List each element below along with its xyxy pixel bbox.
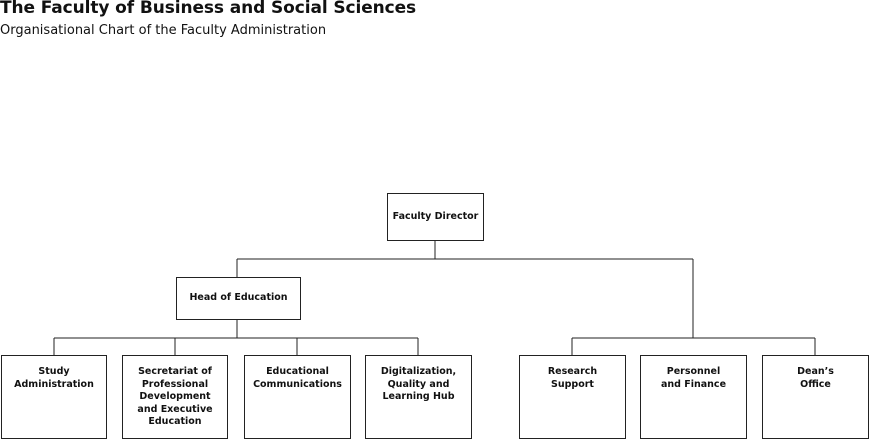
research-support-label: Research Support xyxy=(547,366,598,390)
personnel-finance-box: Personnel and Finance xyxy=(640,355,747,439)
secretariat-label: Secretariat of Professional Development … xyxy=(137,366,213,427)
study-administration-box: Study Administration xyxy=(1,355,107,439)
educational-communications-label: Educational Communications xyxy=(253,366,342,390)
deans-office-label: Dean’s Office xyxy=(797,366,834,390)
faculty-director-label: Faculty Director xyxy=(392,210,479,222)
personnel-finance-label: Personnel and Finance xyxy=(660,366,727,390)
faculty-director-box: Faculty Director xyxy=(387,193,484,241)
digitalization-hub-label: Digitalization, Quality and Learning Hub xyxy=(380,366,457,402)
digitalization-hub-box: Digitalization, Quality and Learning Hub xyxy=(365,355,472,439)
deans-office-box: Dean’s Office xyxy=(762,355,869,439)
secretariat-box: Secretariat of Professional Development … xyxy=(122,355,228,439)
research-support-box: Research Support xyxy=(519,355,626,439)
page-title: The Faculty of Business and Social Scien… xyxy=(0,0,417,18)
study-administration-label: Study Administration xyxy=(14,366,94,390)
head-of-education-label: Head of Education xyxy=(189,292,288,304)
page-subtitle: Organisational Chart of the Faculty Admi… xyxy=(0,23,327,38)
head-of-education-box: Head of Education xyxy=(176,277,301,320)
educational-communications-box: Educational Communications xyxy=(244,355,351,439)
